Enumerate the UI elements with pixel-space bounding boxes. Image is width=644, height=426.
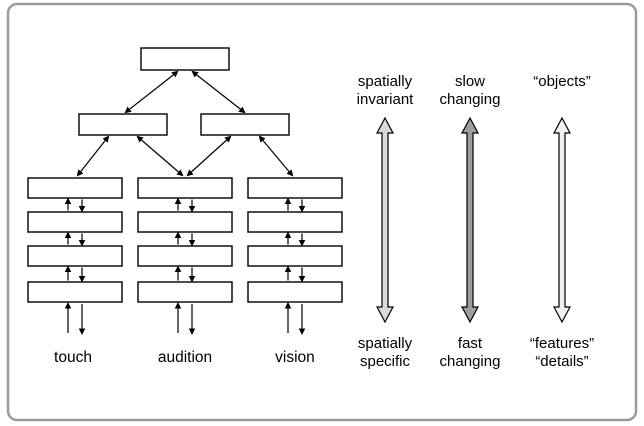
node-box-vision-2 bbox=[247, 211, 343, 233]
connection-arrow-icon bbox=[136, 135, 184, 177]
axis-temporal-bottom-label-line2: changing bbox=[440, 353, 501, 370]
sensory-labels: touch audition vision bbox=[54, 349, 315, 366]
axis-temporal-top-label-line2: changing bbox=[440, 91, 501, 108]
axis-bottom-labels: spatially specific fast changing “featur… bbox=[358, 335, 594, 370]
interlevel-arrow-pairs bbox=[64, 197, 306, 335]
axis-spatial-bottom-label-line1: spatially bbox=[358, 335, 413, 352]
axis-abstraction-bottom-label-line2: “details” bbox=[535, 353, 588, 370]
node-box-level2-left bbox=[78, 113, 168, 136]
connection-arrow-icon bbox=[258, 135, 294, 177]
node-box-audition-3 bbox=[137, 245, 233, 267]
axis-spatial-top-label-line1: spatially bbox=[358, 73, 413, 90]
audition-label: audition bbox=[158, 349, 212, 366]
node-box-touch-2 bbox=[27, 211, 123, 233]
double-arrow-temporal-icon bbox=[461, 116, 479, 324]
double-arrow-spatial-icon bbox=[376, 116, 394, 324]
node-box-top bbox=[140, 47, 230, 71]
node-box-audition-4 bbox=[137, 281, 233, 303]
touch-label: touch bbox=[54, 349, 92, 366]
axis-abstraction-top-label: “objects” bbox=[533, 73, 591, 90]
axis-spatial-top-label-line2: invariant bbox=[357, 91, 415, 108]
node-box-level2-right bbox=[200, 113, 290, 136]
axis-temporal-top-label-line1: slow bbox=[455, 73, 485, 90]
node-box-vision-1 bbox=[247, 177, 343, 199]
axis-abstraction-bottom-label-line1: “features” bbox=[530, 335, 594, 352]
axis-spatial-bottom-label-line2: specific bbox=[360, 353, 411, 370]
node-box-touch-1 bbox=[27, 177, 123, 199]
node-box-touch-3 bbox=[27, 245, 123, 267]
connection-arrow-icon bbox=[191, 70, 246, 114]
node-box-audition-2 bbox=[137, 211, 233, 233]
node-box-audition-1 bbox=[137, 177, 233, 199]
connection-arrow-icon bbox=[76, 135, 110, 177]
double-arrow-abstraction-icon bbox=[553, 116, 571, 324]
node-box-touch-4 bbox=[27, 281, 123, 303]
hierarchy-nodes bbox=[27, 47, 343, 303]
axis-temporal-bottom-label-line1: fast bbox=[458, 335, 483, 352]
connection-arrow-icon bbox=[124, 70, 179, 114]
axis-arrows bbox=[376, 116, 571, 324]
diagonal-connection-arrows bbox=[76, 70, 294, 177]
node-box-vision-4 bbox=[247, 281, 343, 303]
node-box-vision-3 bbox=[247, 245, 343, 267]
connection-arrow-icon bbox=[186, 135, 232, 177]
vision-label: vision bbox=[275, 349, 315, 366]
axis-top-labels: spatially invariant slow changing “objec… bbox=[357, 73, 591, 108]
